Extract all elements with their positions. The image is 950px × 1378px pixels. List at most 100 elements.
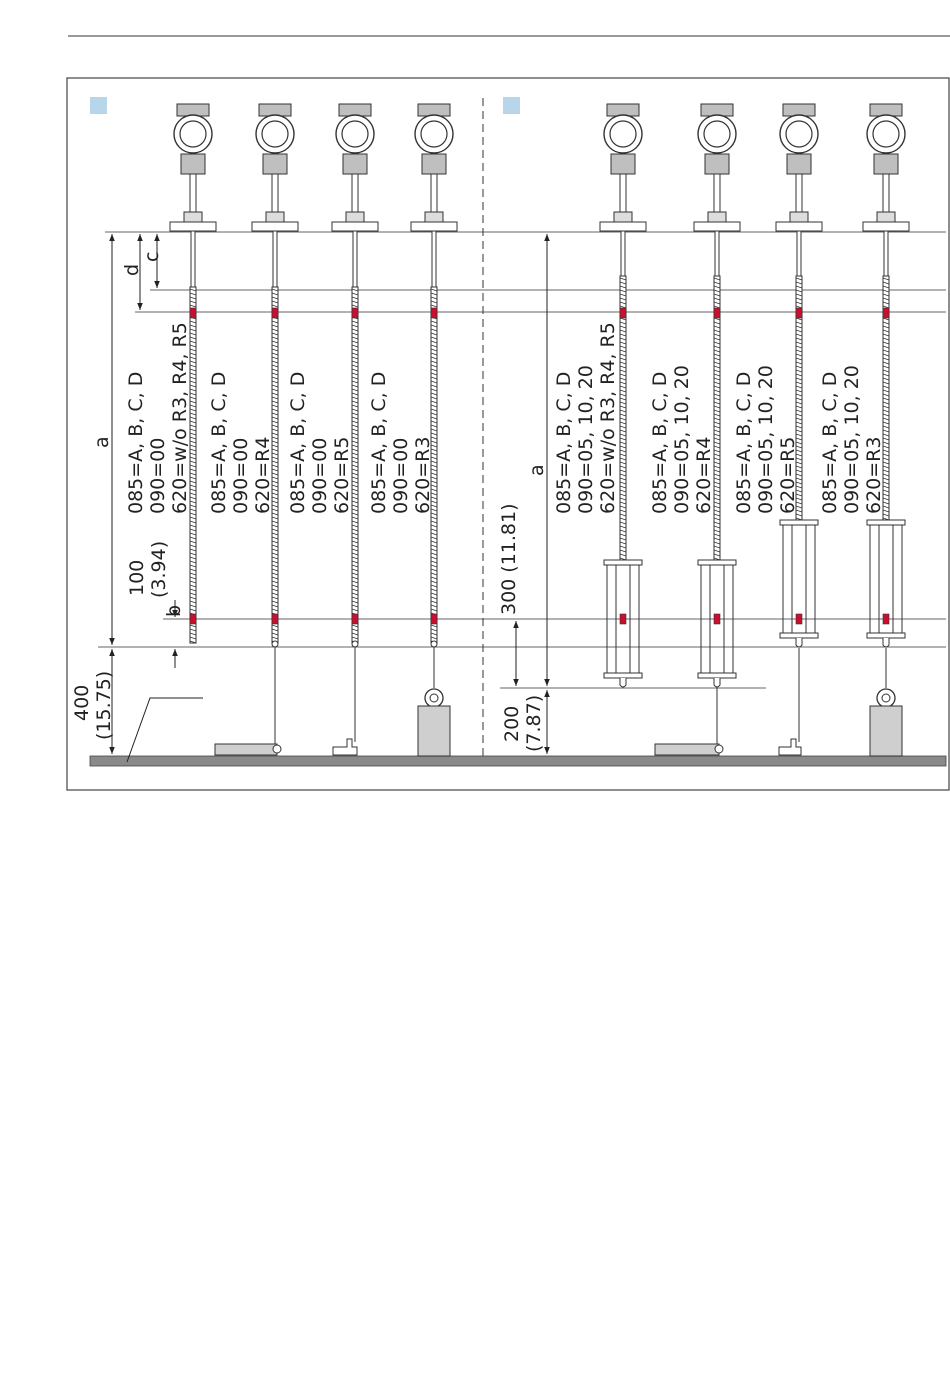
rope-strand (619, 429, 627, 433)
rope-strand (351, 432, 359, 436)
rope-strand (713, 437, 721, 441)
rope-strand (713, 421, 721, 425)
rope-strand (619, 417, 627, 421)
rope-strand (271, 304, 279, 308)
rope-strand (189, 524, 197, 528)
rope-strand (351, 484, 359, 488)
rope-strand (713, 521, 721, 525)
rope-strand (271, 396, 279, 400)
rope-strand (882, 285, 890, 289)
rope-strand (351, 376, 359, 380)
rope-strand (619, 493, 627, 497)
hex-nut (265, 211, 285, 223)
rope-strand (713, 413, 721, 417)
rope-strand (882, 441, 890, 445)
rope-strand (619, 349, 627, 353)
rope-strand (619, 385, 627, 389)
rope-strand (271, 552, 279, 556)
rope-strand (619, 525, 627, 529)
rope-strand (619, 533, 627, 537)
rope-strand (713, 393, 721, 397)
marker (189, 613, 197, 625)
rope-strand (430, 600, 438, 604)
panel-a-dimensions (109, 234, 203, 763)
rope-strand (271, 504, 279, 508)
rope-strand (713, 277, 721, 281)
rope-strand (882, 361, 890, 365)
rope-strand (189, 508, 197, 512)
rope-strand (430, 564, 438, 568)
rope-strand (430, 464, 438, 468)
rope-strand (430, 384, 438, 388)
floor-bar-eye (272, 744, 282, 754)
marker (430, 307, 438, 319)
rope-strand (271, 320, 279, 324)
rope-strand (351, 532, 359, 536)
rope-strand (795, 505, 803, 509)
rope-strand (713, 289, 721, 293)
rope-strand (430, 396, 438, 400)
rope-strand (795, 485, 803, 489)
rope-strand (351, 404, 359, 408)
rope-strand (189, 572, 197, 576)
rope-strand (189, 332, 197, 336)
process-adapter (271, 173, 279, 215)
tank-floor (89, 755, 947, 767)
rope-strand (619, 465, 627, 469)
rope-strand (271, 432, 279, 436)
rope-strand (430, 428, 438, 432)
rope-strand (795, 277, 803, 281)
rope-strand (430, 536, 438, 540)
transmitter-cover (700, 103, 734, 117)
rope-strand (271, 364, 279, 368)
rope-strand (271, 628, 279, 632)
rope-strand (713, 537, 721, 541)
rope-strand (619, 393, 627, 397)
rope-strand (713, 529, 721, 533)
rope-strand (351, 368, 359, 372)
rope-strand (619, 357, 627, 361)
rope-strand (882, 501, 890, 505)
rope-strand (271, 528, 279, 532)
rope-strand (271, 356, 279, 360)
rope-strand (271, 452, 279, 456)
rope-end-eye (430, 640, 438, 648)
rope-strand (351, 428, 359, 432)
rope-strand (882, 293, 890, 297)
mounting-flange (331, 221, 379, 232)
rope-strand (795, 317, 803, 321)
rope-strand (271, 516, 279, 520)
display-window (703, 120, 731, 148)
marker (882, 307, 890, 319)
rope-strand (189, 392, 197, 396)
rope-strand (351, 544, 359, 548)
rope-strand (795, 469, 803, 473)
rope-strand (619, 501, 627, 505)
rope-strand (713, 301, 721, 305)
rope-strand (795, 353, 803, 357)
rope-strand (430, 484, 438, 488)
a-col2-line3: 620=R4 (252, 437, 274, 514)
rope-strand (619, 293, 627, 297)
rope-strand (795, 301, 803, 305)
rope-strand (430, 460, 438, 464)
rope-strand (271, 512, 279, 516)
rope-strand (430, 352, 438, 356)
rope-strand (189, 548, 197, 552)
rope-strand (430, 432, 438, 436)
rope-strand (351, 512, 359, 516)
rope-strand (351, 324, 359, 328)
centering-cage-bottom (697, 672, 737, 679)
rope-strand (189, 568, 197, 572)
rope-strand (351, 468, 359, 472)
rope-strand (189, 416, 197, 420)
dim-400-leader (126, 697, 203, 763)
rope-strand (795, 305, 803, 309)
rope-strand (351, 464, 359, 468)
rope-strand (189, 484, 197, 488)
rope-strand (795, 293, 803, 297)
rope-strand (271, 508, 279, 512)
rope-strand (882, 445, 890, 449)
rope-strand (351, 416, 359, 420)
rope-strand (619, 321, 627, 325)
